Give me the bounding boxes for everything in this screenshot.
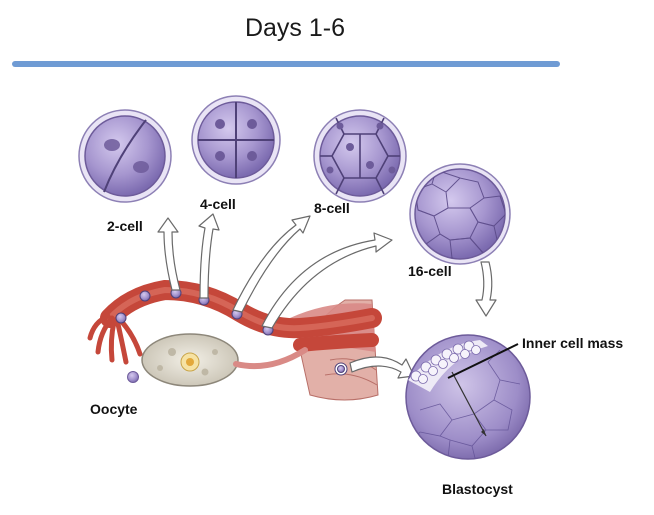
label-8-cell: 8-cell	[314, 200, 350, 216]
two-cell-embryo	[79, 110, 171, 202]
sixteen-cell-embryo	[410, 164, 510, 264]
fimbriae	[90, 316, 140, 362]
ovary	[142, 334, 305, 386]
label-4-cell: 4-cell	[200, 196, 236, 212]
label-blastocyst: Blastocyst	[442, 481, 513, 497]
eight-cell-embryo	[314, 110, 406, 202]
blastocyst-cell	[406, 335, 530, 462]
four-cell-embryo	[192, 96, 280, 184]
label-inner-cell-mass: Inner cell mass	[522, 335, 623, 351]
label-2-cell: 2-cell	[107, 218, 143, 234]
oocyte-cell	[128, 372, 139, 383]
label-16-cell: 16-cell	[408, 263, 452, 279]
label-oocyte: Oocyte	[90, 401, 137, 417]
